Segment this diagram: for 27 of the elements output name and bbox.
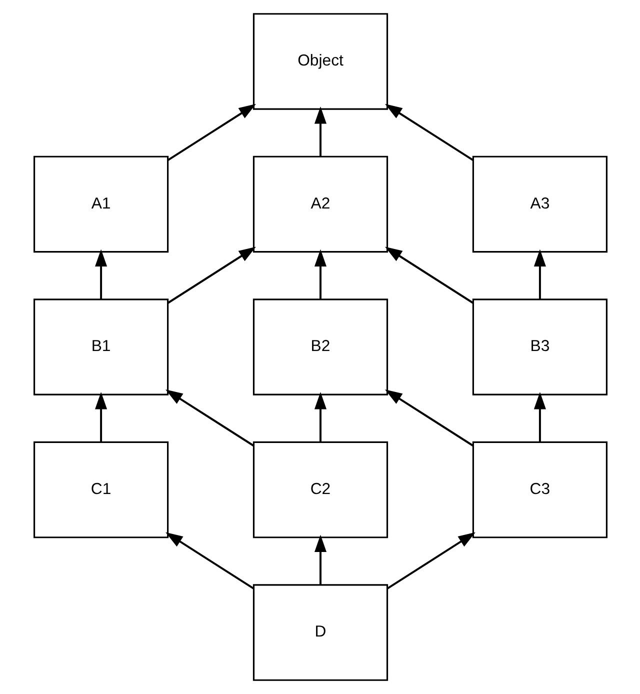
arrow	[386, 532, 475, 590]
arrow	[167, 246, 256, 304]
arrow	[314, 534, 326, 585]
arrow	[167, 104, 256, 161]
node-box: Object	[252, 13, 388, 110]
node-box: B3	[472, 298, 607, 396]
arrow	[384, 246, 473, 304]
arrow	[94, 249, 107, 300]
arrow	[165, 532, 254, 590]
node-box: C1	[33, 441, 168, 538]
node-box: A1	[33, 156, 168, 253]
node-box: C3	[472, 441, 607, 538]
arrow	[384, 104, 473, 161]
arrow	[314, 249, 326, 300]
node-box: A3	[472, 156, 607, 253]
arrow	[314, 392, 326, 442]
arrow	[94, 392, 107, 442]
arrow	[384, 389, 473, 446]
node-box: D	[252, 584, 388, 681]
node-box: B2	[252, 298, 388, 396]
arrow	[533, 392, 546, 442]
node-box: B1	[33, 298, 168, 396]
arrow	[165, 389, 254, 446]
node-box: A2	[252, 156, 388, 253]
arrow	[314, 106, 326, 157]
node-box: C2	[252, 441, 388, 538]
arrow	[533, 249, 546, 300]
